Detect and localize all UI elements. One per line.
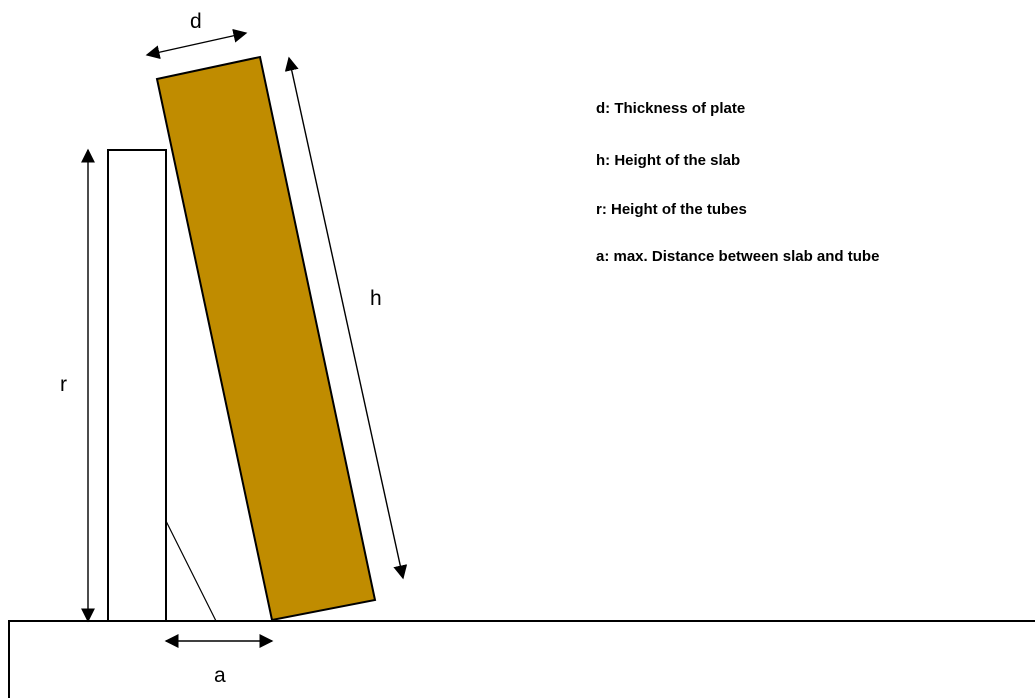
h-label: h	[370, 287, 382, 310]
h-dimension-arrow	[284, 56, 408, 580]
tube	[107, 149, 167, 622]
legend-item-h: h: Height of the slab	[596, 152, 740, 169]
r-label: r	[60, 373, 67, 396]
d-label: d	[190, 10, 202, 33]
a-label: a	[214, 664, 226, 687]
legend-item-a: a: max. Distance between slab and tube	[596, 248, 879, 265]
legend-item-r: r: Height of the tubes	[596, 201, 747, 218]
legend: d: Thickness of plate h: Height of the s…	[596, 100, 879, 265]
legend-item-d: d: Thickness of plate	[596, 100, 745, 117]
ground-base	[8, 620, 1035, 698]
d-dimension-arrow	[145, 28, 248, 60]
support-line	[165, 520, 217, 622]
slab	[155, 55, 377, 622]
